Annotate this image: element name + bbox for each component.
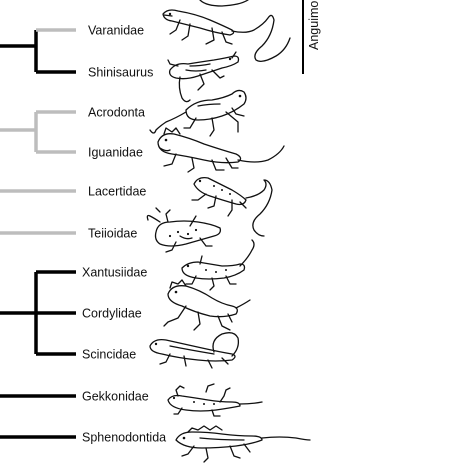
taxon-label-lacertidae: Lacertidae [88,185,146,199]
taxon-labels: Varanidae Shinisaurus Acrodonta Iguanida… [82,24,166,445]
taxon-label-gekkonidae: Gekkonidae [82,390,149,404]
agamid-lizard-icon [149,89,247,137]
iguana-icon [157,127,285,173]
shinisaurus-lizard-icon [167,51,240,103]
teiid-lizard-icon [146,207,222,253]
branch-group-iguania [0,110,76,154]
branch-group-varanid [0,28,76,74]
tree-branches [0,28,76,439]
girdled-lizard-icon [163,279,251,331]
monitor-lizard-icon [162,9,291,62]
clade-bracket-anguimorpha: Anguimo [302,0,321,74]
skink-icon [149,332,240,369]
taxon-label-teiioidae: Teiioidae [88,227,137,241]
branch-group-scincomorpha [0,270,76,356]
tuatara-icon [175,425,311,463]
lacertid-lizard-icon [191,176,273,237]
clade-bracket-label: Anguimo [307,1,321,50]
taxon-label-shinisaurus: Shinisaurus [88,66,153,80]
taxon-label-xantusiidae: Xantusiidae [82,266,147,280]
taxon-label-acrodonta: Acrodonta [88,106,145,120]
gecko-icon [167,383,263,417]
night-lizard-icon [181,239,255,291]
taxon-label-cordylidae: Cordylidae [82,307,142,321]
taxon-label-varanidae: Varanidae [88,24,144,38]
taxon-label-sphenodontida: Sphenodontida [82,431,166,445]
taxon-label-iguanidae: Iguanidae [88,146,143,160]
lizard-illustrations [146,0,311,463]
taxon-label-scincidae: Scincidae [82,348,136,362]
partial-lizard-icon [199,0,249,7]
